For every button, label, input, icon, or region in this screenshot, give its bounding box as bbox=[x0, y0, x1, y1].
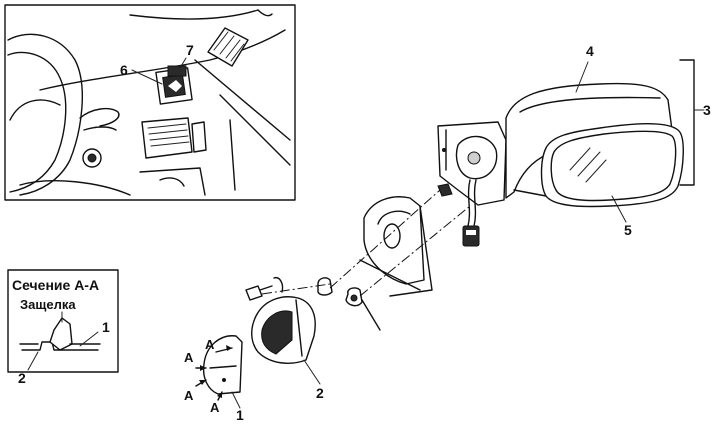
section-title: Сечение А-А bbox=[12, 277, 99, 293]
callout-3: 3 bbox=[703, 102, 711, 118]
door-mount-panel bbox=[363, 196, 425, 285]
inner-cover: 2 bbox=[251, 277, 324, 401]
mounting-hardware bbox=[245, 183, 453, 307]
mirror-glass bbox=[540, 123, 684, 208]
mirror-assembly: 4 3 5 bbox=[437, 43, 711, 247]
door-panel bbox=[359, 196, 433, 297]
wire-harness bbox=[467, 179, 471, 227]
section-callout-1: 1 bbox=[102, 319, 110, 335]
clip-a-label: A bbox=[205, 337, 215, 352]
interior-inset-frame bbox=[4, 4, 296, 201]
callout-2: 2 bbox=[316, 385, 324, 401]
speaker-grille bbox=[207, 27, 249, 67]
callout-1: 1 bbox=[236, 407, 244, 423]
section-inset: Сечение А-А Защелка 1 2 bbox=[7, 269, 119, 386]
screw bbox=[245, 285, 263, 301]
wire-connector bbox=[462, 225, 480, 247]
section-callout-2: 2 bbox=[18, 370, 26, 386]
grommet bbox=[437, 183, 453, 197]
callout-7: 7 bbox=[186, 42, 194, 58]
callout-6: 6 bbox=[120, 62, 128, 78]
mirror-selector-switch bbox=[167, 65, 187, 77]
section-inset-frame bbox=[7, 269, 119, 373]
callout-4: 4 bbox=[586, 43, 594, 59]
callout-3-bracket bbox=[679, 59, 695, 186]
mirror-switch-panel bbox=[155, 65, 193, 105]
nut bbox=[317, 277, 333, 296]
clip-a-label: A bbox=[184, 350, 194, 365]
latch-profile-lower bbox=[21, 341, 61, 351]
hand bbox=[79, 107, 120, 127]
latch-tab bbox=[49, 317, 73, 351]
corner-cover-body bbox=[202, 335, 243, 395]
steering-wheel bbox=[7, 33, 83, 196]
interior-inset: 6 7 bbox=[4, 4, 296, 201]
callout-5: 5 bbox=[624, 222, 632, 238]
clip-a-label: A bbox=[184, 388, 194, 403]
clip-a-label: A bbox=[210, 400, 220, 415]
air-vent bbox=[141, 117, 207, 159]
latch-label: Защелка bbox=[20, 297, 76, 312]
ignition-switch bbox=[82, 148, 102, 168]
corner-cover: 1 A A A A bbox=[184, 335, 244, 423]
